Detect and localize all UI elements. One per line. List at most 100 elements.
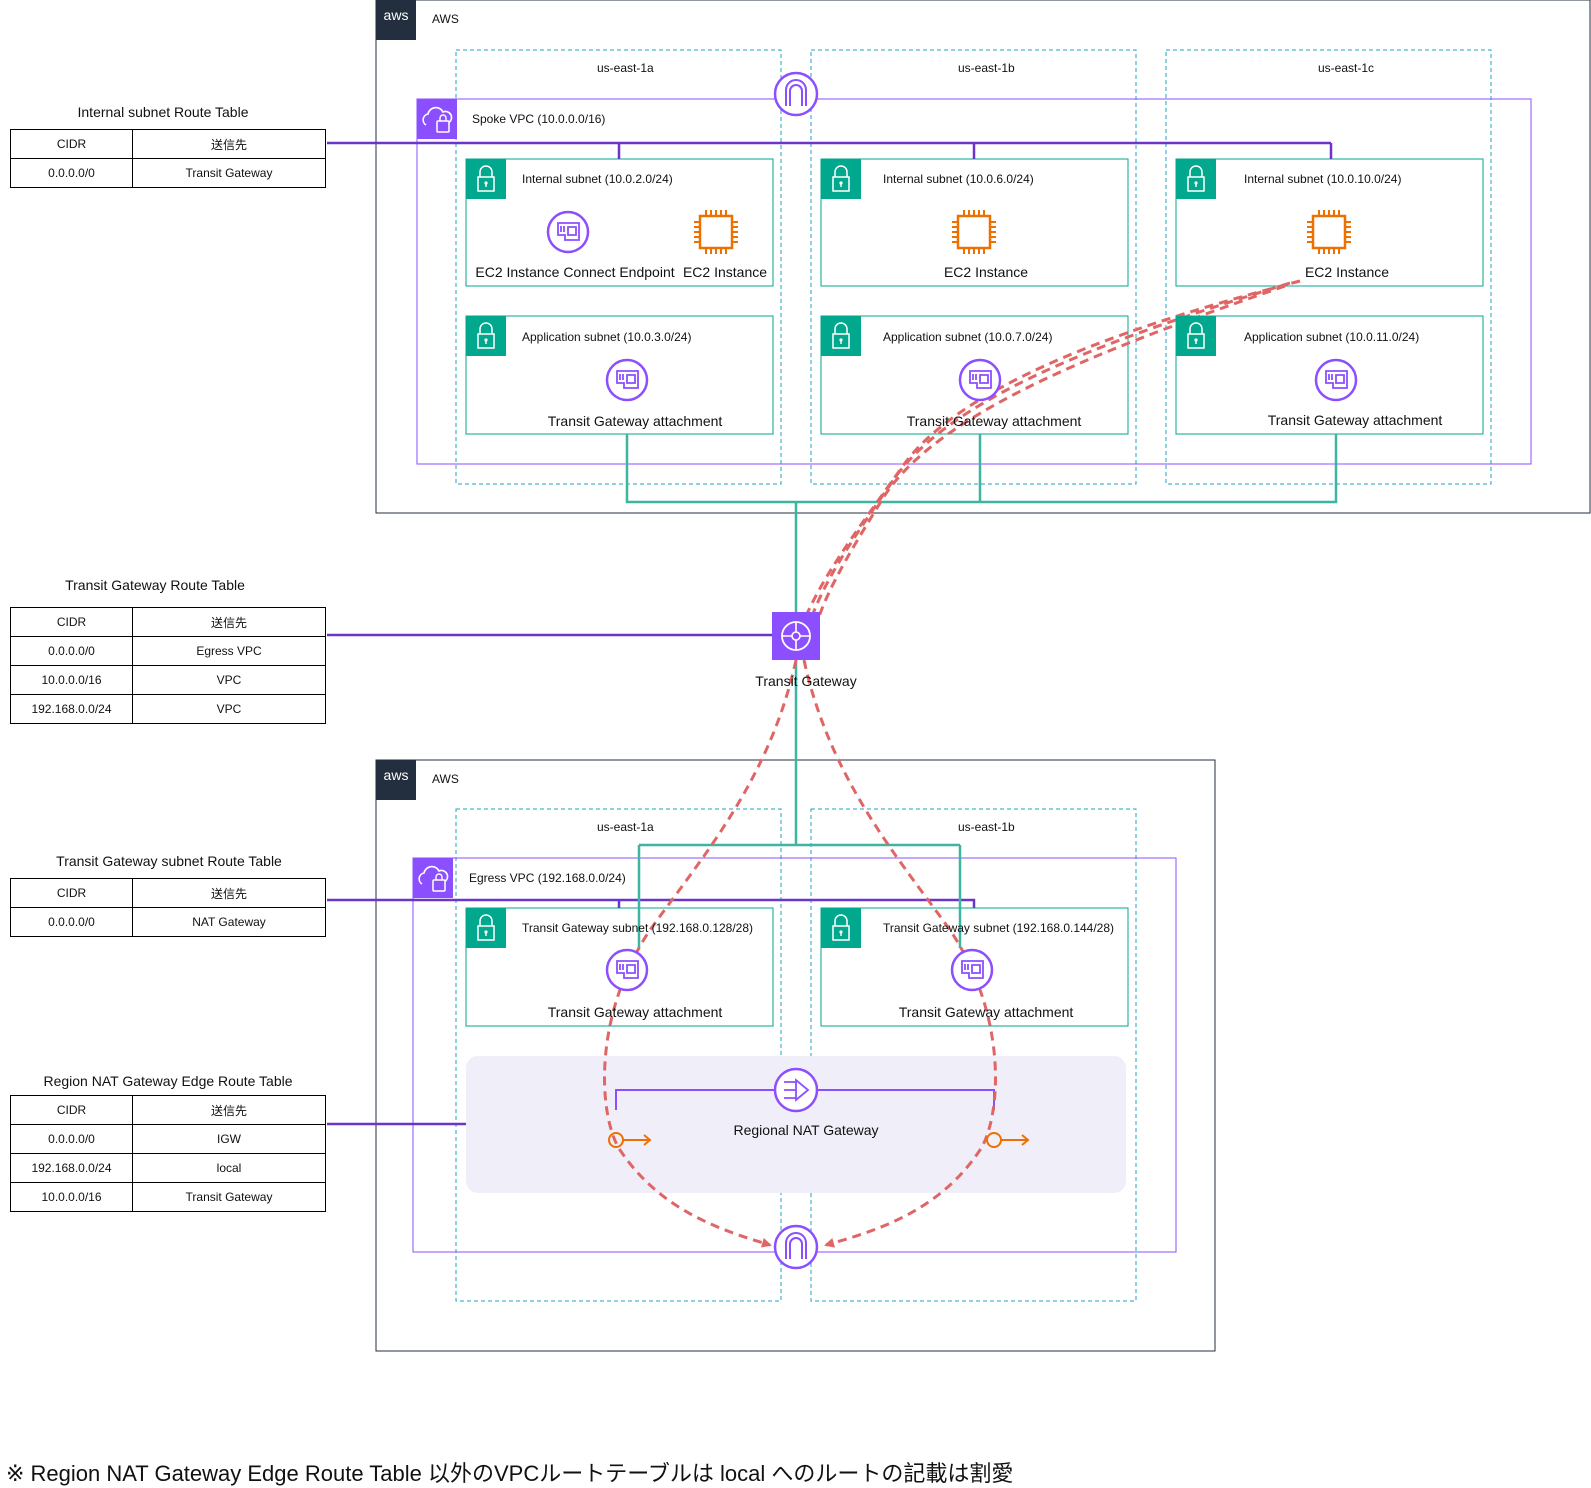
internal-subnet-label: Internal subnet (10.0.10.0/24) [1244, 172, 1402, 186]
az-box-top-a [455, 49, 782, 485]
app-subnet-label: Application subnet (10.0.3.0/24) [522, 330, 692, 344]
ec2-instance-label: EC2 Instance [682, 264, 768, 280]
lock-icon [465, 315, 507, 357]
transit-gateway-route-table: CIDR 送信先 0.0.0.0/0 Egress VPC 10.0.0.0/1… [10, 607, 326, 724]
table-row: 0.0.0.0/0 IGW [10, 1124, 326, 1154]
table-cell: NAT Gateway [132, 907, 326, 937]
transit-gateway-label: Transit Gateway [755, 673, 857, 689]
igw-icon [773, 71, 819, 117]
table-row: 192.168.0.0/24 local [10, 1153, 326, 1183]
spoke-attachment-lines [625, 434, 1338, 612]
nat-endpoint-icon [608, 1132, 652, 1148]
footnote: ※ Region NAT Gateway Edge Route Table 以外… [6, 1461, 1014, 1486]
table-cell: 0.0.0.0/0 [10, 158, 133, 188]
table-header-cell: CIDR [10, 607, 133, 637]
table-cell: 192.168.0.0/24 [10, 694, 133, 724]
table-row: 10.0.0.0/16 Transit Gateway [10, 1182, 326, 1212]
tgw-attachment-label: Transit Gateway attachment [547, 1004, 723, 1020]
ec2-instance-label: EC2 Instance [943, 264, 1029, 280]
lock-icon [820, 315, 862, 357]
eice-icon [546, 210, 590, 254]
app-subnet-b [820, 315, 1129, 435]
tgw-subnet-label: Transit Gateway subnet (192.168.0.128/28… [522, 921, 754, 935]
tgw-attachment-icon [950, 948, 994, 992]
lock-icon [465, 158, 507, 200]
table-header-cell: CIDR [10, 1095, 133, 1125]
internal-subnet-label: Internal subnet (10.0.6.0/24) [883, 172, 1034, 186]
tgw-subnet-label: Transit Gateway subnet (192.168.0.144/28… [883, 921, 1115, 935]
table-cell: Transit Gateway [132, 1182, 326, 1212]
route-table-title: Transit Gateway Route Table [65, 577, 245, 593]
ec2-instance-icon [692, 208, 740, 256]
ec2-instance-label: EC2 Instance [1304, 264, 1390, 280]
table-header-row: CIDR 送信先 [10, 607, 326, 637]
lock-icon [820, 158, 862, 200]
table-header-cell: CIDR [10, 129, 133, 159]
az-label-a: us-east-1a [597, 820, 654, 834]
lock-icon [820, 907, 862, 949]
spoke-vpc-box [416, 98, 1532, 465]
az-label-c: us-east-1c [1318, 61, 1375, 75]
table-cell: VPC [132, 665, 326, 695]
tgw-attachment-icon [605, 358, 649, 402]
nat-edge-route-table: CIDR 送信先 0.0.0.0/0 IGW 192.168.0.0/24 lo… [10, 1095, 326, 1212]
vpc-badge-icon [416, 98, 458, 140]
tgw-attachment-icon [605, 948, 649, 992]
table-row: 192.168.0.0/24 VPC [10, 694, 326, 724]
lock-icon [1175, 158, 1217, 200]
az-box-top-c [1165, 49, 1492, 485]
aws-logo: aws [376, 0, 416, 40]
eice-label: EC2 Instance Connect Endpoint [475, 264, 675, 280]
table-cell: 192.168.0.0/24 [10, 1153, 133, 1183]
lock-icon [465, 907, 507, 949]
table-header-cell: CIDR [10, 878, 133, 908]
tgw-attachment-label: Transit Gateway attachment [898, 1004, 1074, 1020]
table-row: 10.0.0.0/16 VPC [10, 665, 326, 695]
route-table-title: Internal subnet Route Table [77, 104, 249, 120]
table-header-cell: 送信先 [132, 1095, 326, 1125]
table-header-row: CIDR 送信先 [10, 878, 326, 908]
internal-subnet-c [1175, 158, 1484, 287]
table-cell: IGW [132, 1124, 326, 1154]
table-header-cell: 送信先 [132, 129, 326, 159]
lock-icon [1175, 315, 1217, 357]
internal-subnet-route-table: CIDR 送信先 0.0.0.0/0 Transit Gateway [10, 129, 326, 188]
tgw-attachment-label: Transit Gateway attachment [547, 413, 723, 429]
az-label-b: us-east-1b [958, 820, 1015, 834]
tgw-attachment-label: Transit Gateway attachment [906, 413, 1082, 429]
az-box-top-b [810, 49, 1137, 485]
internal-subnet-label: Internal subnet (10.0.2.0/24) [522, 172, 673, 186]
app-subnet-label: Application subnet (10.0.7.0/24) [883, 330, 1053, 344]
table-header-row: CIDR 送信先 [10, 1095, 326, 1125]
table-cell: VPC [132, 694, 326, 724]
route-table-title: Region NAT Gateway Edge Route Table [43, 1073, 293, 1089]
vpc-badge-icon [412, 857, 454, 899]
tgw-subnet-route-table: CIDR 送信先 0.0.0.0/0 NAT Gateway [10, 878, 326, 937]
aws-label-top: AWS [432, 12, 459, 26]
ec2-instance-icon [950, 208, 998, 256]
table-row: 0.0.0.0/0 NAT Gateway [10, 907, 326, 937]
nat-gateway-label: Regional NAT Gateway [733, 1122, 879, 1138]
igw-icon [773, 1224, 819, 1270]
traffic-path-ec2-to-tgw-2 [803, 281, 1291, 641]
tgw-subnet-rt-connector [327, 898, 976, 908]
traffic-path-ec2-to-tgw-3 [808, 284, 1286, 649]
tgw-attachment-icon [958, 358, 1002, 402]
table-cell: 10.0.0.0/16 [10, 1182, 133, 1212]
transit-gateway-icon [772, 612, 820, 660]
spoke-vpc-label: Spoke VPC (10.0.0.0/16) [472, 112, 606, 126]
traffic-path-ec2-to-tgw-1 [798, 279, 1301, 631]
table-cell: local [132, 1153, 326, 1183]
table-row: 0.0.0.0/0 Egress VPC [10, 636, 326, 666]
aws-label-bottom: AWS [432, 772, 459, 786]
tgw-attachment-icon [1314, 358, 1358, 402]
az-label-b: us-east-1b [958, 61, 1015, 75]
app-subnet-c [1175, 315, 1484, 435]
table-cell: 0.0.0.0/0 [10, 907, 133, 937]
table-row: 0.0.0.0/0 Transit Gateway [10, 158, 326, 188]
table-cell: 10.0.0.0/16 [10, 665, 133, 695]
table-header-row: CIDR 送信先 [10, 129, 326, 159]
route-table-title: Transit Gateway subnet Route Table [56, 853, 282, 869]
table-cell: 0.0.0.0/0 [10, 1124, 133, 1154]
